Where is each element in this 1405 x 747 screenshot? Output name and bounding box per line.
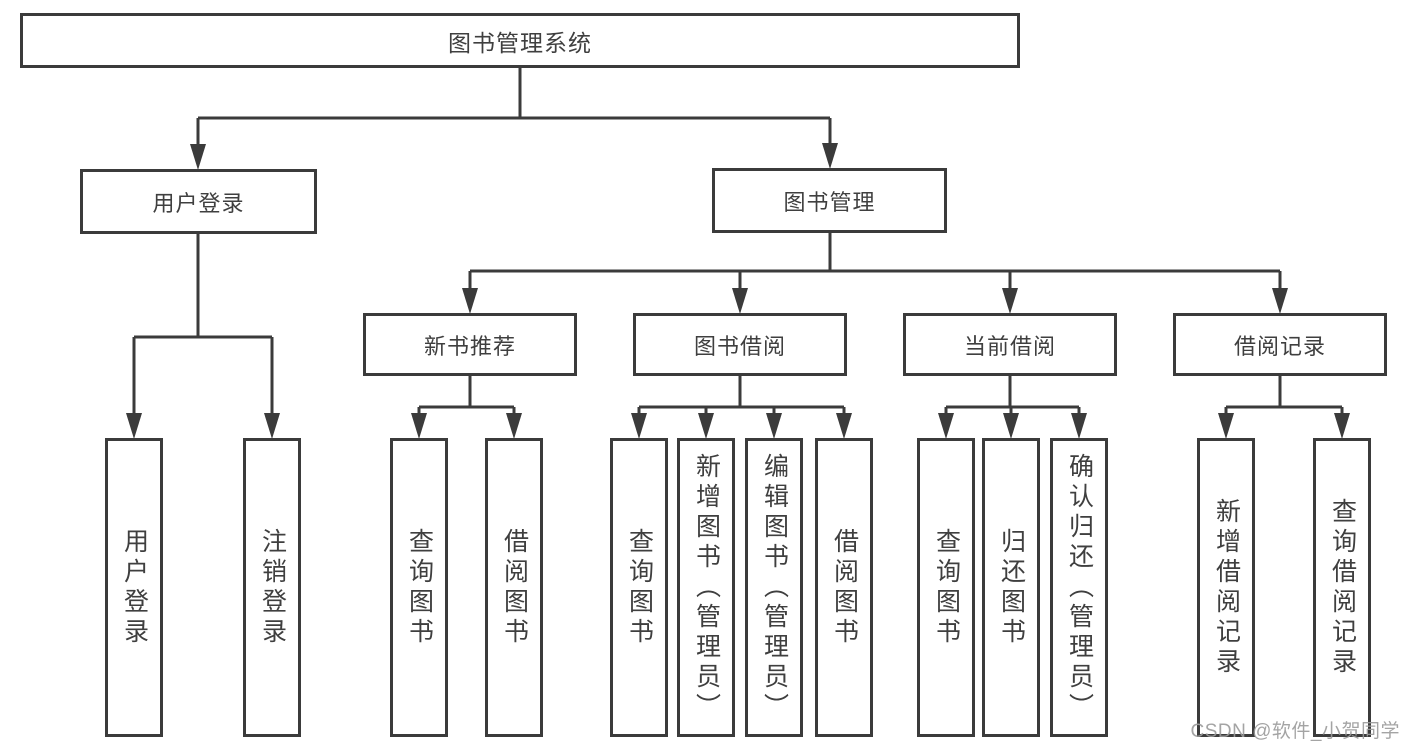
node-current-borrow: 当前借阅: [903, 313, 1117, 376]
rail-book-borrow: [639, 376, 844, 409]
leaf-add-book-admin: 新增图书（管理员）: [677, 438, 735, 737]
node-borrow-records-label: 借阅记录: [1233, 333, 1326, 359]
leaf-query-books-borrow: 查询图书: [610, 438, 668, 737]
node-user-login-label: 用户登录: [152, 190, 245, 216]
leaf-add-borrow-record-label: 新增借阅记录: [1212, 497, 1241, 678]
leaf-borrow-books-recommend-label: 借阅图书: [500, 527, 529, 648]
arrowheads: [126, 143, 1350, 439]
node-book-borrow-label: 图书借阅: [693, 333, 786, 359]
node-book-management: 图书管理: [712, 168, 947, 233]
leaf-borrow-books-borrow-label: 借阅图书: [830, 527, 859, 648]
csdn-watermark: CSDN @软件_小贺同学: [1190, 721, 1400, 742]
leaf-user-login-label: 用户登录: [120, 527, 149, 648]
leaf-query-borrow-record: 查询借阅记录: [1313, 438, 1371, 737]
leaf-logout: 注销登录: [243, 438, 301, 737]
leaf-return-book-label: 归还图书: [997, 527, 1026, 648]
leaf-edit-book-admin: 编辑图书（管理员）: [745, 438, 803, 737]
leaf-query-books-recommend-label: 查询图书: [405, 527, 434, 648]
node-root-label: 图书管理系统: [448, 29, 592, 56]
leaf-add-book-admin-label: 新增图书（管理员）: [692, 452, 721, 723]
node-book-borrow: 图书借阅: [633, 313, 847, 376]
leaf-query-books-current: 查询图书: [917, 438, 975, 737]
leaf-user-login: 用户登录: [105, 438, 163, 737]
node-root: 图书管理系统: [20, 13, 1020, 68]
rail-user-login: [134, 234, 272, 339]
leaf-borrow-books-recommend: 借阅图书: [485, 438, 543, 737]
rail-borrow-records: [1226, 376, 1342, 409]
leaf-return-book: 归还图书: [982, 438, 1040, 737]
leaf-query-books-current-label: 查询图书: [932, 527, 961, 648]
rail-root: [198, 66, 830, 120]
leaf-borrow-books-borrow: 借阅图书: [815, 438, 873, 737]
node-new-book-recommend-label: 新书推荐: [423, 333, 516, 359]
rail-book-management: [470, 233, 1280, 273]
node-new-book-recommend: 新书推荐: [363, 313, 577, 376]
node-current-borrow-label: 当前借阅: [963, 333, 1056, 359]
leaf-query-borrow-record-label: 查询借阅记录: [1328, 497, 1357, 678]
leaf-edit-book-admin-label: 编辑图书（管理员）: [760, 452, 789, 723]
rail-current-borrow: [946, 376, 1079, 409]
node-book-management-label: 图书管理: [783, 189, 876, 215]
rail-new-book: [419, 376, 514, 409]
node-borrow-records: 借阅记录: [1173, 313, 1387, 376]
leaf-add-borrow-record: 新增借阅记录: [1197, 438, 1255, 737]
node-user-login: 用户登录: [80, 169, 317, 234]
leaf-query-books-borrow-label: 查询图书: [625, 527, 654, 648]
leaf-logout-label: 注销登录: [258, 527, 287, 648]
leaf-query-books-recommend: 查询图书: [390, 438, 448, 737]
leaf-confirm-return-admin: 确认归还（管理员）: [1050, 438, 1108, 737]
leaf-confirm-return-admin-label: 确认归还（管理员）: [1065, 452, 1094, 723]
